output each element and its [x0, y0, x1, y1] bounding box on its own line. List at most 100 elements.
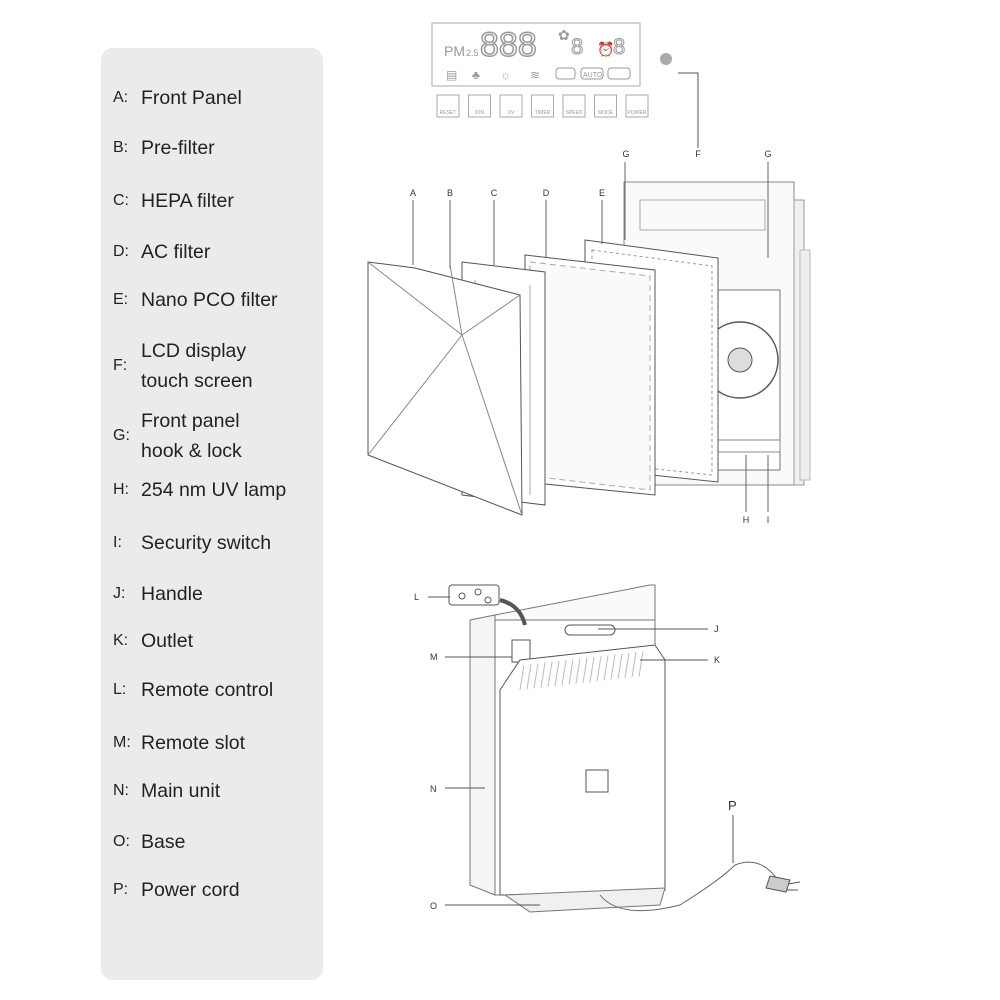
legend-item: F: LCD display touch screen	[113, 336, 323, 396]
callout-j: J	[714, 624, 719, 634]
legend-key: K:	[113, 632, 129, 649]
legend-key: D:	[113, 243, 129, 260]
legend-key: L:	[113, 681, 127, 698]
legend-item: K: Outlet	[113, 626, 323, 656]
legend-label: Handle	[141, 583, 203, 605]
callout-p: P	[728, 798, 737, 813]
legend-label: Front Panel	[141, 87, 242, 109]
lcd-button-uv[interactable]: UV	[499, 94, 523, 118]
fan-icon: ✿	[558, 27, 570, 43]
legend-key: M:	[113, 734, 131, 751]
insert-arrow	[499, 598, 527, 626]
legend-item: O: Base	[113, 827, 323, 857]
legend-label: Remote slot	[141, 732, 246, 754]
base	[503, 887, 666, 913]
legend-item: P: Power cord	[113, 875, 323, 905]
legend-item: B: Pre-filter	[113, 133, 323, 163]
lcd-button-label: MODE	[598, 110, 614, 116]
callout-f: F	[695, 149, 701, 159]
legend-label: LCD display touch screen	[141, 340, 253, 392]
alarm-clock-icon: ⏰	[597, 40, 614, 58]
legend-item: L: Remote control	[113, 675, 323, 705]
ion-tree-icon: ♣	[472, 68, 480, 82]
legend-label: Front panel hook & lock	[141, 410, 242, 462]
remote-control	[448, 584, 500, 606]
wifi-icon: ≋	[530, 68, 540, 82]
legend-item: J: Handle	[113, 579, 323, 609]
pm-digits: 888	[480, 26, 537, 64]
lcd-button-reset[interactable]: RESET	[436, 94, 460, 118]
legend-label: Base	[141, 831, 186, 853]
lcd-button-label: SPEED	[566, 110, 583, 116]
legend-key: P:	[113, 881, 129, 898]
callout-l: L	[414, 592, 419, 602]
callout-n: N	[430, 784, 437, 794]
legend-item: G: Front panel hook & lock	[113, 406, 323, 466]
lcd-button-label: POWER	[628, 110, 647, 116]
legend-label: Security switch	[141, 532, 272, 554]
legend-label: Main unit	[141, 780, 221, 802]
auto-label: AUTO	[583, 72, 603, 79]
power-cord	[599, 861, 779, 912]
lcd-button-label: UV	[508, 110, 516, 116]
lcd-button-mode[interactable]: MODE	[594, 94, 617, 118]
legend-item: C: HEPA filter	[113, 186, 323, 216]
purifier-body-exploded	[367, 181, 811, 516]
lcd-button-speed[interactable]: SPEED	[562, 94, 586, 118]
handle	[564, 624, 616, 636]
lcd-display: PM 2.5 888 ✿ 8 ⏰ 8 ▤ ♣ ☼ ≋ AUTO	[431, 22, 672, 87]
callout-d: D	[543, 188, 550, 198]
callout-o: O	[430, 901, 437, 911]
legend-label: Outlet	[141, 630, 194, 652]
uv-sun-icon: ☼	[500, 68, 511, 82]
legend-key: H:	[113, 481, 129, 498]
callout-e: E	[599, 188, 605, 198]
legend-label: Pre-filter	[141, 137, 215, 159]
legend-label: AC filter	[141, 241, 211, 263]
legend-item: H:254 nm UV lamp	[113, 475, 323, 505]
filter-icon: ▤	[446, 68, 457, 82]
legend-label: Remote control	[141, 679, 274, 701]
legend-item: A: Front Panel	[113, 83, 323, 113]
pm-label: PM	[444, 43, 465, 59]
lcd-button-label: ION	[475, 110, 484, 116]
legend-key: I:	[113, 534, 122, 551]
callout-g-right: G	[764, 149, 771, 159]
timer-digit: 8	[613, 34, 625, 59]
legend-key: G:	[113, 427, 130, 444]
legend-key: N:	[113, 782, 129, 799]
sleep-icon	[607, 67, 631, 80]
pm-sub: 2.5	[466, 48, 479, 58]
lcd-button-power[interactable]: POWER	[625, 94, 649, 118]
legend-label: Nano PCO filter	[141, 289, 278, 311]
callout-b: B	[447, 188, 453, 198]
legend-key: O:	[113, 833, 130, 850]
legend-item: M: Remote slot	[113, 728, 323, 758]
lcd-button-label: TIMER	[535, 110, 551, 116]
lcd-buttons: RESET ION UV TIMER SPEED MODE POWER	[436, 94, 649, 118]
legend-label: HEPA filter	[141, 190, 234, 212]
callout-k: K	[714, 655, 720, 665]
sensor-icon	[660, 53, 672, 65]
legend-key: B:	[113, 139, 129, 156]
callout-c: C	[491, 188, 498, 198]
legend-key: J:	[113, 585, 126, 602]
callout-a: A	[410, 188, 416, 198]
callout-g-left: G	[622, 149, 629, 159]
lcd-button-ion[interactable]: ION	[468, 94, 491, 118]
fan-digit: 8	[571, 34, 583, 59]
callout-h: H	[743, 515, 750, 525]
legend-key: C:	[113, 192, 129, 209]
lcd-button-label: RESET	[440, 110, 457, 116]
legend-item: E: Nano PCO filter	[113, 285, 323, 315]
legend-key: E:	[113, 291, 129, 308]
main-unit-back	[448, 584, 801, 913]
legend-key: A:	[113, 89, 129, 106]
callout-m: M	[430, 652, 438, 662]
legend-label: Power cord	[141, 879, 240, 901]
legend-item: N: Main unit	[113, 776, 323, 806]
legend-key: F:	[113, 357, 128, 374]
lcd-button-timer[interactable]: TIMER	[531, 94, 554, 118]
